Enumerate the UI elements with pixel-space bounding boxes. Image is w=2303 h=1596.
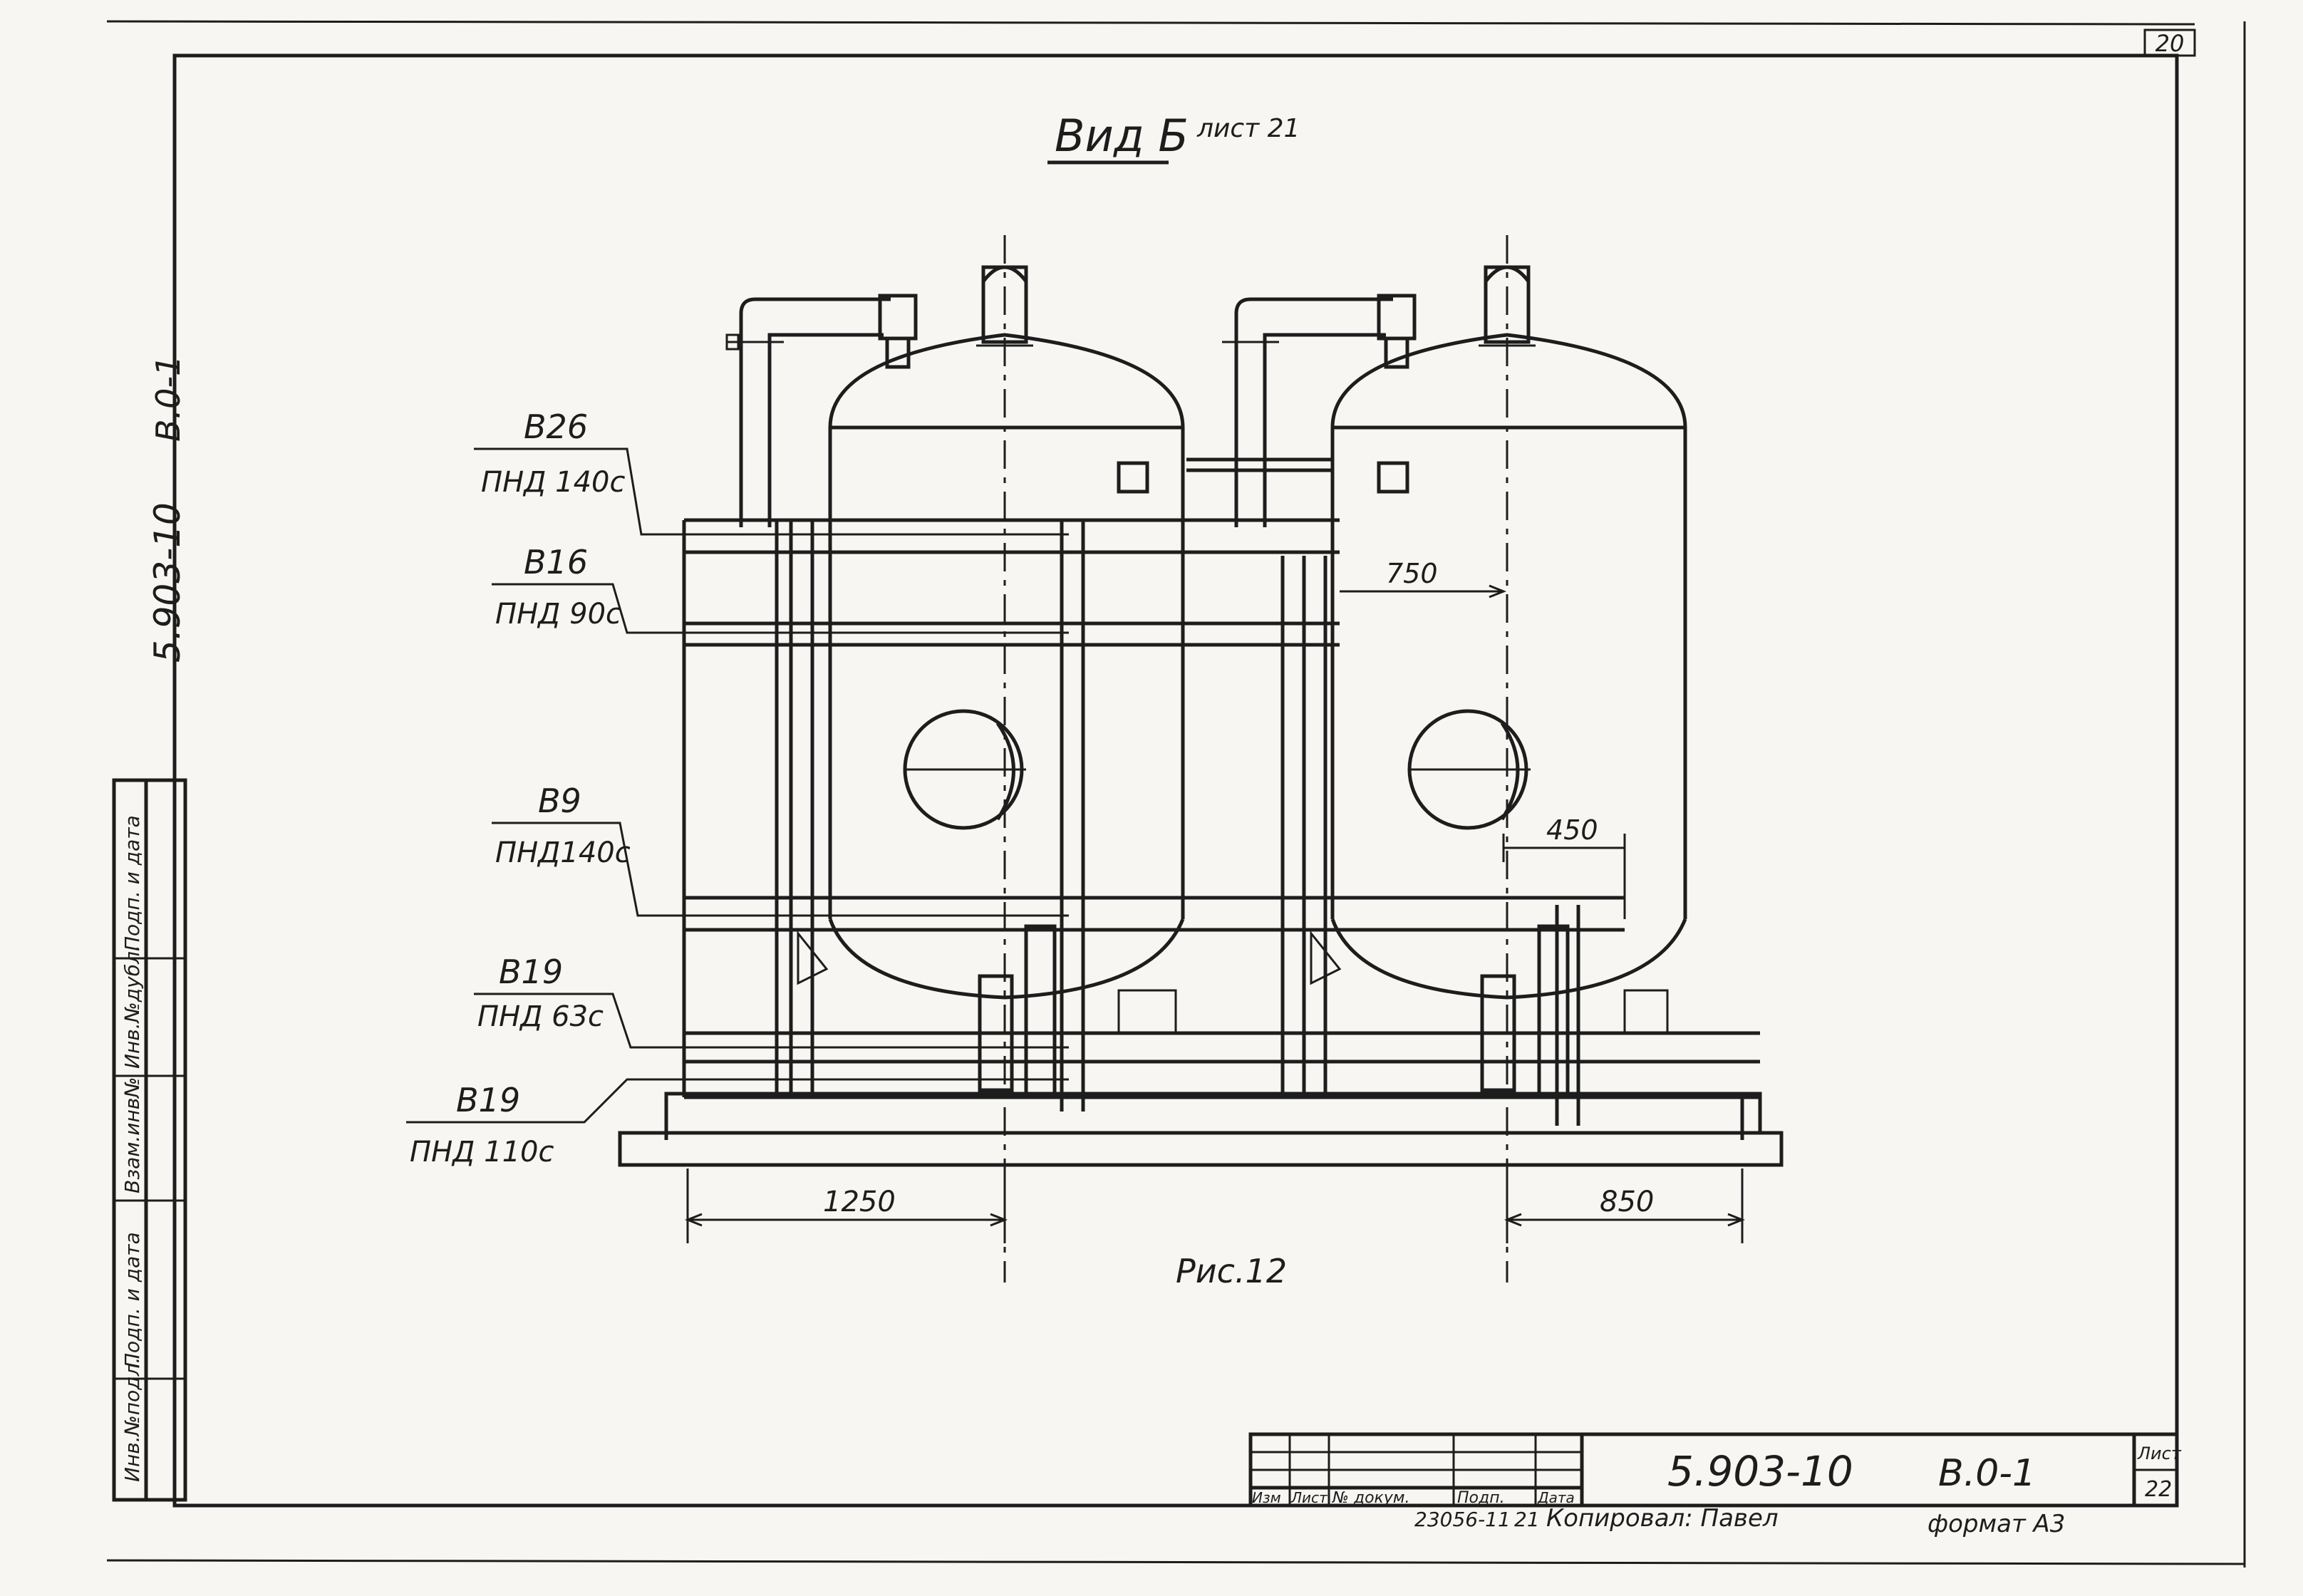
dimension-1250: 1250 (684, 1168, 1008, 1243)
svg-text:ПНД 63с: ПНД 63с (477, 1000, 604, 1033)
vertical-risers (682, 520, 1669, 1126)
dimension-850: 850 (1504, 1168, 1746, 1243)
copied-by: Копировал: Павел (1546, 1504, 1779, 1533)
title-code: 5.903-10 (1667, 1447, 1853, 1496)
figure-caption: Рис.12 (1176, 1252, 1287, 1290)
dimension-750: 750 (1340, 558, 1507, 598)
svg-text:750: 750 (1386, 558, 1438, 589)
svg-text:850: 850 (1600, 1186, 1654, 1218)
header-pipes (684, 518, 1760, 1099)
callout-v9: В9 ПНД140с (492, 782, 1069, 917)
sheet-corner-number: 20 (2143, 28, 2196, 57)
svg-text:В19: В19 (499, 953, 563, 991)
filter-unit-drawing (618, 235, 1784, 1282)
svg-text:Вид Б: Вид Б (1055, 110, 1189, 162)
header-date: Дата (1537, 1489, 1575, 1506)
header-doc: № докум. (1332, 1489, 1409, 1507)
callout-v19-63: В19 ПНД 63с (474, 953, 1069, 1049)
side-stamp-cell-4: Инв.№дубл. (120, 945, 144, 1069)
left-doc-series: В.0-1 (149, 356, 187, 442)
side-stamp-cell-5: Подп. и дата (120, 815, 144, 951)
svg-text:ПНД 110с: ПНД 110с (410, 1136, 554, 1168)
base-frame (618, 1092, 1784, 1167)
header-izm: Изм (1252, 1489, 1281, 1506)
side-stamp: Инв.№подл. Подп. и дата Взам.инв№ Инв.№д… (112, 778, 187, 1502)
svg-text:ПНД140с: ПНД140с (495, 836, 631, 869)
svg-text:1250: 1250 (823, 1186, 896, 1218)
header-sign: Подп. (1457, 1489, 1505, 1507)
svg-text:ПНД 140с: ПНД 140с (481, 466, 625, 499)
side-stamp-cell-2: Подп. и дата (120, 1232, 144, 1368)
dimension-450: 450 (1502, 814, 1626, 919)
left-filter-tank (828, 235, 1185, 1282)
top-pipework (725, 294, 1417, 527)
title-block: Изм Лист № докум. Подп. Дата 5.903-10 В.… (1248, 1432, 2182, 1538)
sheet-number: 22 (2145, 1477, 2172, 1502)
svg-text:В26: В26 (524, 408, 588, 446)
format: формат А3 (1927, 1510, 2065, 1538)
callout-v26: В26 ПНД 140с (474, 408, 1069, 536)
side-stamp-cell-3: Взам.инв№ (120, 1077, 144, 1193)
right-filter-tank (1330, 235, 1687, 1282)
svg-text:В9: В9 (538, 782, 581, 820)
header-list: Лист (1290, 1489, 1328, 1506)
order-suffix: 21 (1514, 1508, 1540, 1531)
svg-text:лист 21: лист 21 (1196, 114, 1300, 143)
svg-text:ПНД 90с: ПНД 90с (495, 598, 621, 631)
svg-text:20: 20 (2155, 30, 2185, 57)
svg-text:В19: В19 (456, 1081, 520, 1119)
order-number: 23056-11 (1414, 1508, 1511, 1531)
svg-text:В16: В16 (524, 543, 588, 581)
side-stamp-cell-1: Инв.№подл. (120, 1357, 144, 1482)
svg-text:450: 450 (1546, 814, 1598, 846)
sheet-label: Лист (2137, 1444, 2182, 1463)
view-title: Вид Б лист 21 (1047, 110, 1300, 165)
sheet-border (106, 20, 2246, 1568)
callout-v16: В16 ПНД 90с (492, 543, 1069, 634)
callout-v19-110: В19 ПНД 110с (406, 1078, 1069, 1168)
left-doc-code: 5.903-10 (147, 502, 188, 663)
title-series: В.0-1 (1938, 1452, 2036, 1495)
